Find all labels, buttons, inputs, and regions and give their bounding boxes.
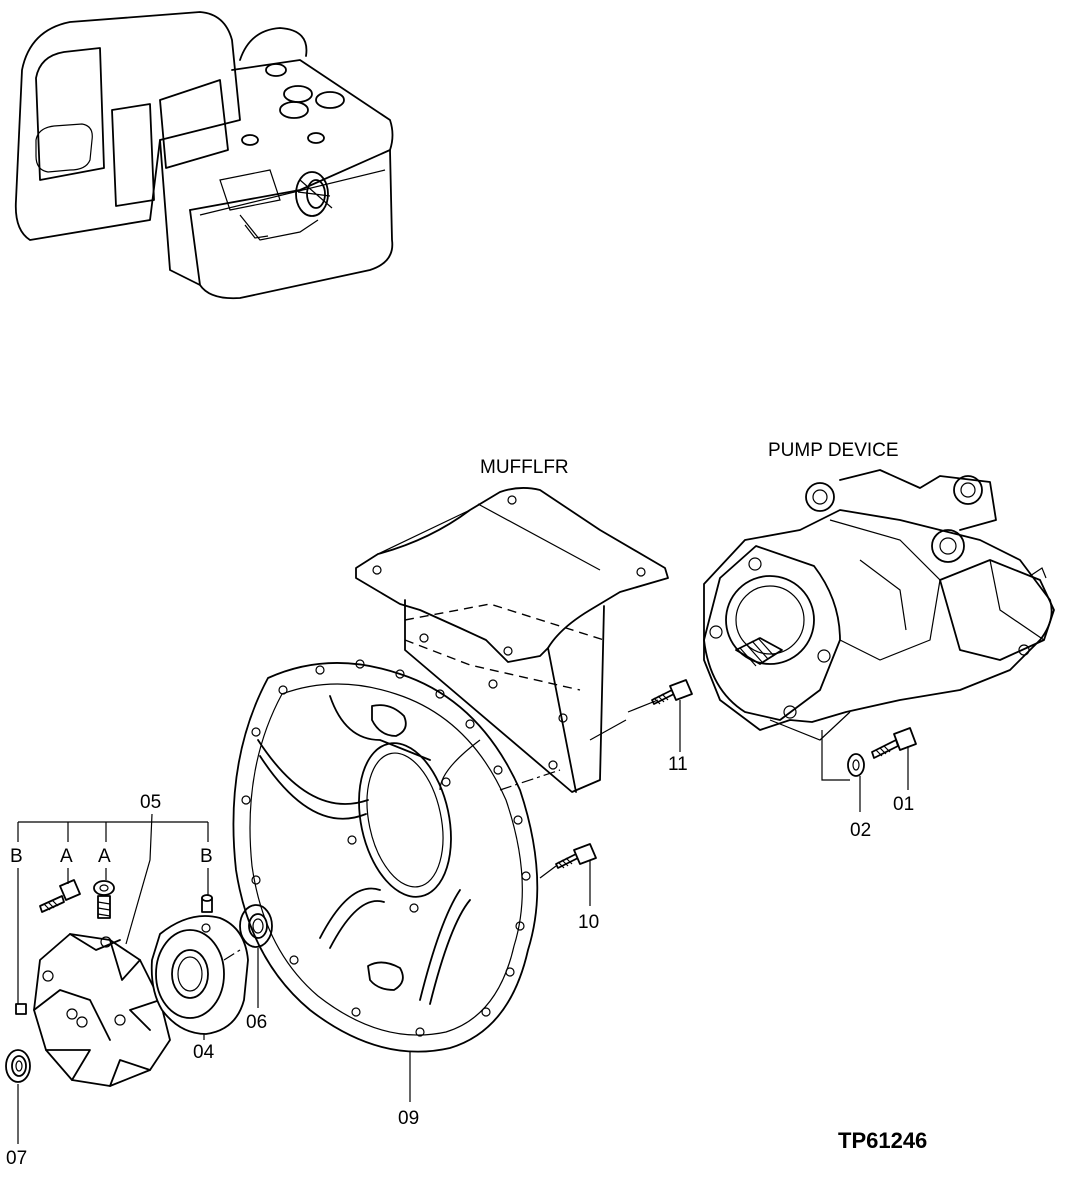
washer-02 — [847, 753, 865, 777]
coupling-bolt-a-left — [39, 879, 81, 913]
muffler-bracket — [355, 487, 669, 793]
callout-b-right: B — [200, 846, 213, 867]
callout-a-right: A — [98, 846, 111, 867]
callout-a-left: A — [60, 846, 73, 867]
muffler-label: MUFFLFR — [480, 457, 569, 478]
bearing-07 — [5, 1049, 31, 1083]
bolt-01 — [871, 727, 917, 759]
hub-04 — [150, 915, 249, 1035]
coupling-pin-b-left — [15, 1003, 27, 1015]
bolt-10 — [555, 843, 597, 869]
callout-01: 01 — [893, 794, 914, 815]
callout-10: 10 — [578, 912, 599, 933]
flywheel-housing-plate — [232, 659, 539, 1053]
callout-09: 09 — [398, 1108, 419, 1129]
callout-06: 06 — [246, 1012, 267, 1033]
coupling-05 — [33, 933, 171, 1087]
callout-07: 07 — [6, 1148, 27, 1169]
bearing-06 — [239, 904, 273, 948]
callout-b-left: B — [10, 846, 23, 867]
pump-device-label: PUMP DEVICE — [768, 440, 899, 461]
callout-05: 05 — [140, 792, 161, 813]
excavator-locator-view — [14, 11, 394, 300]
drawing-code: TP61246 — [838, 1128, 927, 1153]
callout-02: 02 — [850, 820, 871, 841]
pump-device — [703, 469, 1055, 741]
coupling-pin-b-right — [201, 894, 213, 913]
callout-11: 11 — [668, 754, 688, 775]
callout-04: 04 — [193, 1042, 215, 1063]
coupling-bolt-a-right — [93, 880, 115, 919]
leader-lines — [17, 699, 909, 1144]
